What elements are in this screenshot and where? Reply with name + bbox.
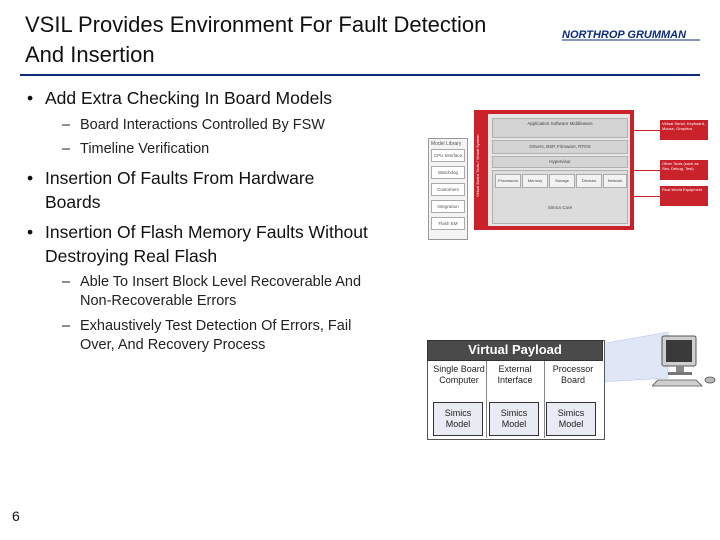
subbullet-dash: – [62,274,71,290]
connector-line [634,170,660,171]
bullet-extra-checking: • Add Extra Checking In Board Models [27,86,332,110]
bullet-text-line1: Insertion Of Faults From Hardware [45,168,315,188]
subbullet-text: Timeline Verification [80,141,210,157]
bullet-flash-faults: • Insertion Of Flash Memory Faults Witho… [27,220,368,268]
northrop-grumman-logo: NORTHROP GRUMMAN [562,29,700,41]
simics-model-box: Simics Model [433,402,483,436]
virtual-payload-header [427,340,603,361]
subbullet-text-line1: Exhaustively Test Detection Of Errors, F… [80,318,352,334]
library-item: Integration [431,200,465,213]
connector-line [634,130,660,131]
virtual-payload-title: Virtual Payload [468,342,562,357]
logo-text: NORTHROP GRUMMAN [562,29,687,41]
bullet-hardware-faults: • Insertion Of Faults From Hardware Boar… [27,166,315,214]
layer-hypervisor: Hypervisor [492,156,628,168]
subbullet-board-interactions: – Board Interactions Controlled By FSW [62,116,325,135]
layer-application: Application Software Middleware [492,118,628,138]
bullet-text-line2: Destroying Real Flash [45,246,218,266]
simics-model-box: Simics Model [546,402,596,436]
payload-divider [486,361,487,438]
library-item: Customers [431,183,465,196]
subbullet-text: Board Interactions Controlled By FSW [80,117,325,133]
slide-title: VSIL Provides Environment For Fault Dete… [25,10,545,70]
payload-label-processor-board: Processor Board [552,364,594,385]
bullet-dot: • [27,88,34,108]
model-library: Model Library CPU Interface Watchdog Cus… [428,138,468,240]
slide-title-line2: And Insertion [25,42,155,67]
component-processors: Processors [495,174,521,188]
page-number: 6 [12,508,20,524]
simics-architecture-diagram: Model Library CPU Interface Watchdog Cus… [428,108,708,240]
component-network-io: Network and I/O [603,174,627,188]
computer-icon [652,335,716,387]
component-memory: Memory [522,174,548,188]
subbullet-text-line1: Able To Insert Block Level Recoverable A… [80,274,362,290]
connector-line [634,196,660,197]
payload-label-external-interface: External Interface [497,364,533,385]
subbullet-block-errors: – Able To Insert Block Level Recoverable… [62,273,362,311]
bullet-dot: • [27,168,34,188]
payload-label-single-board: Single Board Computer [433,364,485,385]
subbullet-dash: – [62,117,71,133]
external-box-other-tools: Other Tools (such as Sim, Debug, Test) [660,160,708,180]
layer-simics: Processors Memory Storage Devices Networ… [492,170,628,224]
component-devices: Devices [576,174,602,188]
subbullet-text-line2: Over, And Recovery Process [80,337,266,353]
bullet-text-line1: Insertion Of Flash Memory Faults Without [45,222,368,242]
library-item: Watchdog [431,166,465,179]
layer-drivers: Drivers, BSP, Firmware, RTOS [492,140,628,154]
bullet-dot: • [27,222,34,242]
slide-title-line1: VSIL Provides Environment For Fault Dete… [25,12,487,37]
virtual-system-stack: Application Software Middleware Drivers,… [488,114,630,226]
library-item: CPU Interface [431,149,465,162]
subbullet-dash: – [62,141,71,157]
component-storage: Storage [549,174,575,188]
subbullet-exhaustive-test: – Exhaustively Test Detection Of Errors,… [62,317,352,355]
simics-core-label: Simics Core [547,205,573,210]
bullet-text: Add Extra Checking In Board Models [45,88,332,108]
simics-model-box: Simics Model [489,402,539,436]
title-rule [20,74,700,76]
virtual-system-frame: Virtual Board Tools / Virtual System App… [474,110,634,230]
subbullet-dash: – [62,318,71,334]
external-box-virtual-serial: Virtual Serial, Keyboard, Mouse, Graphic… [660,120,708,140]
library-item: Flash EM [431,217,465,230]
bullet-text-line2: Boards [45,192,101,212]
model-library-title: Model Library [431,141,462,147]
virtual-system-tab: Virtual Board Tools / Virtual System [475,134,480,198]
subbullet-timeline: – Timeline Verification [62,140,210,159]
external-box-real-world: Real-World Equipment [660,186,708,206]
payload-divider [544,361,545,438]
subbullet-text-line2: Non-Recoverable Errors [80,293,237,309]
